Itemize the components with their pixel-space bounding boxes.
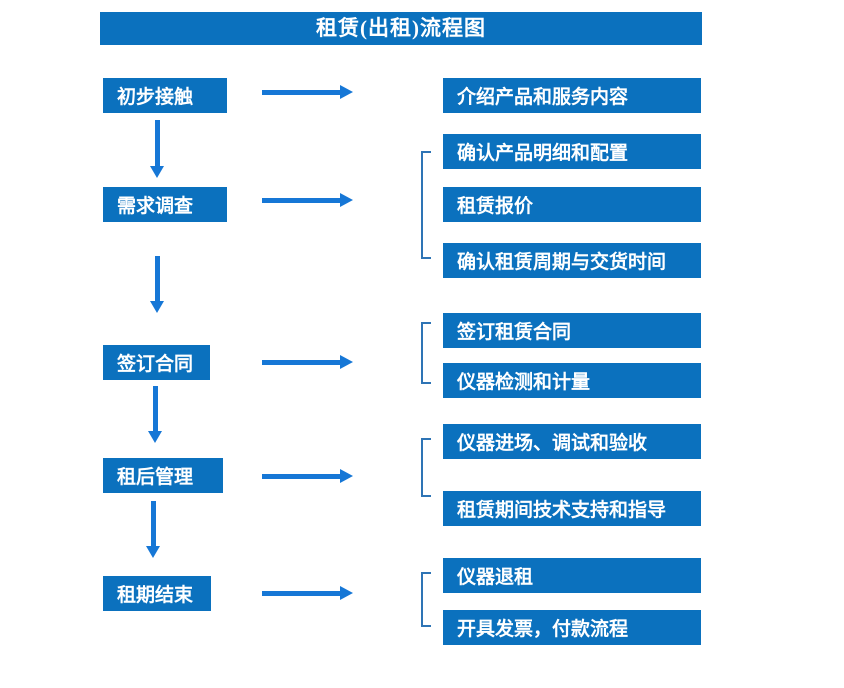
step-box-rental-end: 租期结束 bbox=[103, 576, 211, 611]
bracket-rental-end-group bbox=[421, 572, 431, 627]
bracket-sign-contract-group bbox=[421, 322, 431, 384]
step-box-demand-survey: 需求调查 bbox=[103, 187, 227, 222]
arrow-shaft bbox=[154, 256, 160, 301]
arrow-head bbox=[148, 431, 162, 443]
detail-box-tech-support: 租赁期间技术支持和指导 bbox=[443, 491, 701, 526]
step-box-post-rental: 租后管理 bbox=[103, 458, 223, 493]
arrow-head bbox=[340, 193, 353, 207]
bracket-demand-survey-group bbox=[421, 151, 431, 259]
arrow-head bbox=[340, 85, 353, 99]
arrow-head bbox=[146, 546, 160, 558]
arrow-head bbox=[150, 166, 164, 178]
detail-box-instrument-testing: 仪器检测和计量 bbox=[443, 363, 701, 398]
detail-box-confirm-period: 确认租赁周期与交货时间 bbox=[443, 243, 701, 278]
step-box-sign-contract: 签订合同 bbox=[103, 345, 210, 380]
down-arrow-3-icon bbox=[148, 386, 162, 443]
arrow-head bbox=[340, 586, 353, 600]
arrow-head bbox=[150, 301, 164, 313]
right-arrow-2-icon bbox=[262, 193, 353, 207]
detail-box-invoice-payment: 开具发票，付款流程 bbox=[443, 610, 701, 645]
right-arrow-1-icon bbox=[262, 85, 353, 99]
detail-box-instrument-return: 仪器退租 bbox=[443, 558, 701, 593]
arrow-head bbox=[340, 355, 353, 369]
arrow-shaft bbox=[150, 501, 156, 546]
arrow-head bbox=[340, 469, 353, 483]
flowchart-title: 租赁(出租)流程图 bbox=[100, 12, 702, 45]
detail-box-rental-quote: 租赁报价 bbox=[443, 187, 701, 222]
arrow-shaft bbox=[262, 473, 340, 479]
arrow-shaft bbox=[262, 89, 340, 95]
down-arrow-2-icon bbox=[150, 256, 164, 313]
detail-box-sign-rental-contract: 签订租赁合同 bbox=[443, 313, 701, 348]
detail-box-intro-services: 介绍产品和服务内容 bbox=[443, 78, 701, 113]
bracket-post-rental-group bbox=[421, 438, 431, 497]
arrow-shaft bbox=[262, 590, 340, 596]
right-arrow-3-icon bbox=[262, 355, 353, 369]
detail-box-instrument-entry: 仪器进场、调试和验收 bbox=[443, 424, 701, 459]
arrow-shaft bbox=[152, 386, 158, 431]
down-arrow-1-icon bbox=[150, 120, 164, 178]
arrow-shaft bbox=[262, 359, 340, 365]
right-arrow-4-icon bbox=[262, 469, 353, 483]
step-box-initial-contact: 初步接触 bbox=[103, 78, 227, 113]
down-arrow-4-icon bbox=[146, 501, 160, 558]
right-arrow-5-icon bbox=[262, 586, 353, 600]
arrow-shaft bbox=[154, 120, 160, 166]
detail-box-confirm-config: 确认产品明细和配置 bbox=[443, 134, 701, 169]
arrow-shaft bbox=[262, 197, 340, 203]
